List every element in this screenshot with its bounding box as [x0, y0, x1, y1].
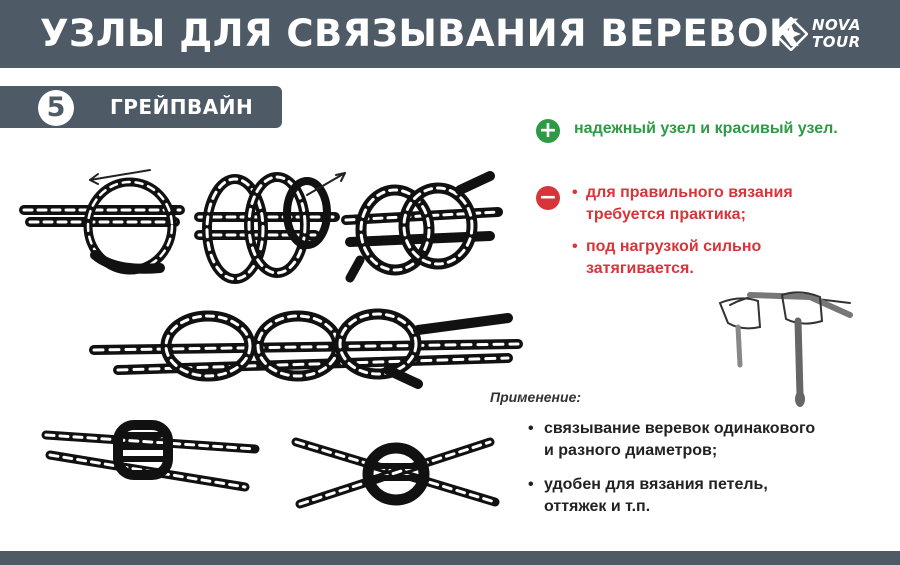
cons-item: • под нагрузкой сильно затягивается. — [572, 236, 761, 280]
pros-text: надежный узел и красивый узел. — [574, 120, 838, 137]
cons-item: • для правильного вязания требуется практ… — [572, 182, 793, 226]
knot-name: ГРЕЙПВАЙН — [110, 95, 254, 119]
logo-text-line2: TOUR — [812, 33, 861, 51]
cons-item-line1: под нагрузкой сильно — [586, 238, 762, 255]
knot-step3-illustration — [341, 171, 503, 283]
application-item-line1: связывание веревок одинакового — [544, 420, 816, 437]
application-item-line2: и разного диаметров; — [544, 442, 718, 459]
application-item: • связывание веревок одинакового и разног… — [528, 418, 815, 462]
application-label: Применение: — [490, 389, 582, 405]
bullet: • — [528, 420, 534, 437]
header-bar: УЗЛЫ ДЛЯ СВЯЗЫВАНИЯ ВЕРЕВОК NOVA TOUR — [0, 0, 900, 68]
bullet: • — [528, 476, 534, 493]
cons-item-line2: затягивается. — [586, 260, 694, 277]
logo-emblem-icon — [774, 17, 808, 51]
application-item-line1: удобен для вязания петель, — [544, 476, 768, 493]
bullet: • — [572, 184, 578, 201]
knot-step2-illustration — [194, 172, 346, 284]
knot-step1-illustration — [19, 169, 185, 275]
page-title: УЗЛЫ ДЛЯ СВЯЗЫВАНИЯ ВЕРЕВОК — [40, 12, 800, 55]
application-item: • удобен для вязания петель, оттяжек и т.… — [528, 474, 768, 518]
bullet: • — [572, 238, 578, 255]
cons-item-line1: для правильного вязания — [586, 184, 793, 201]
logo-text-line1: NOVA — [812, 16, 861, 34]
hands-pulling-illustration — [718, 291, 853, 407]
knot-step5-illustration — [41, 420, 260, 492]
knot-number: 5 — [38, 90, 74, 126]
nova-tour-logo: NOVA TOUR — [772, 14, 884, 54]
minus-icon: − — [536, 186, 560, 210]
cons-item-line2: требуется практика; — [586, 206, 746, 223]
knot-step6-illustration — [291, 437, 500, 509]
footer-bar — [0, 551, 900, 565]
knot-step4-illustration — [89, 308, 523, 389]
application-item-line2: оттяжек и т.п. — [544, 498, 651, 515]
plus-icon: + — [536, 119, 560, 143]
